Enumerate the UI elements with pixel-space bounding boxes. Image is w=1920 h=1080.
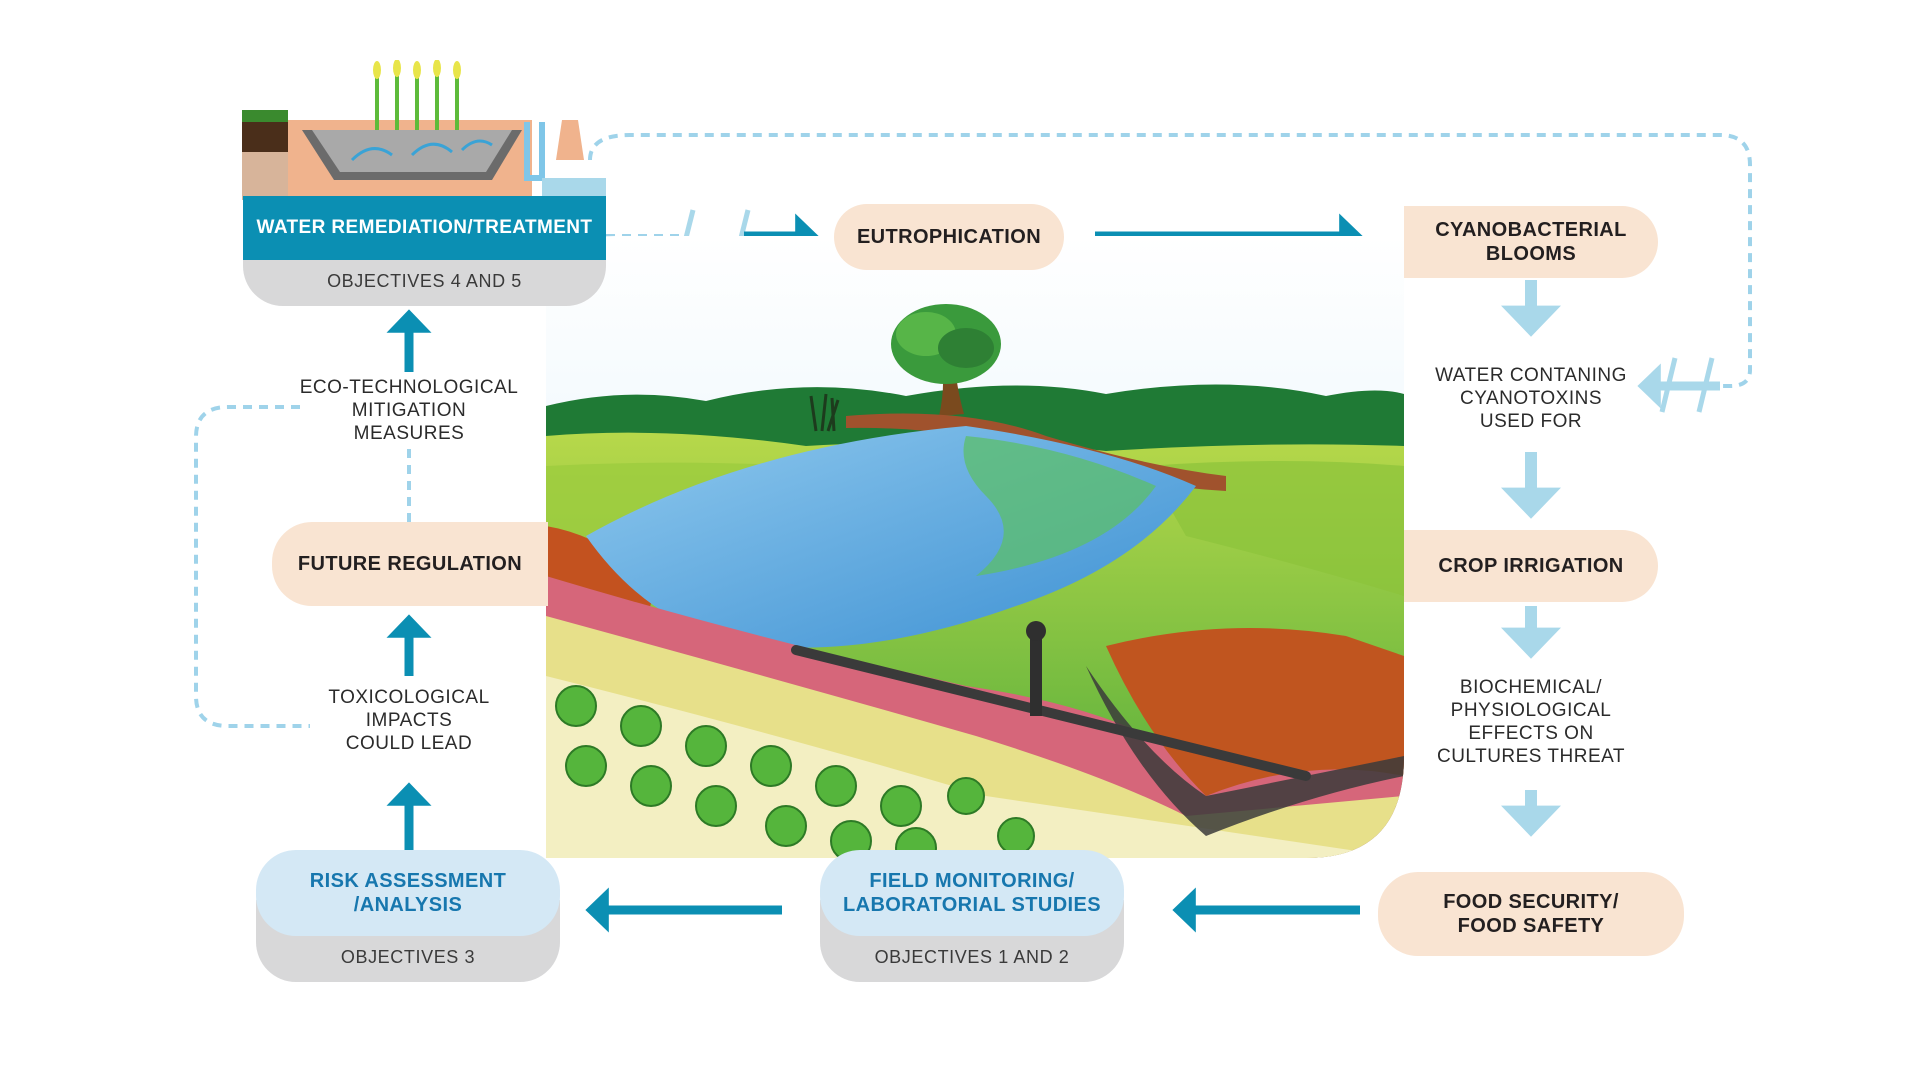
blooms-line-2: BLOOMS (1485, 243, 1577, 265)
effects-line-3: EFFECTS ON (1468, 723, 1594, 744)
field-line-2: LABORATORIAL STUDIES (842, 894, 1101, 916)
food-line-2: FOOD SAFETY (1457, 915, 1605, 937)
toxico-line-2: IMPACTS (365, 710, 453, 731)
dashed-loop-right (588, 133, 1752, 388)
reservoir-landscape-illustration (546, 236, 1404, 858)
cyanotoxins-line-1: WATER CONTANING (1435, 365, 1627, 386)
irrigation-pipe (791, 645, 1311, 781)
toxico-line-3: COULD LEAD (345, 733, 473, 754)
water-remediation-banner: WATER REMEDIATION/TREATMENT (243, 196, 606, 260)
future-regulation-box: FUTURE REGULATION (272, 522, 548, 606)
cyanobacterial-blooms-box: CYANOBACTERIAL BLOOMS (1404, 206, 1658, 278)
field-objectives: OBJECTIVES 1 AND 2 (874, 947, 1070, 967)
block-slash-right-2 (1696, 357, 1715, 413)
food-security-box: FOOD SECURITY/ FOOD SAFETY (1378, 872, 1684, 956)
biochemical-effects-label: BIOCHEMICAL/ PHYSIOLOGICAL EFFECTS ON CU… (1411, 676, 1651, 768)
effects-line-2: PHYSIOLOGICAL (1450, 700, 1612, 721)
crop-irrigation-label: CROP IRRIGATION (1438, 555, 1624, 577)
eco-line-1: ECO-TECHNOLOGICAL (299, 377, 519, 398)
remediation-title: WATER REMEDIATION/TREATMENT (256, 217, 593, 238)
eutrophication-box: EUTROPHICATION (834, 204, 1064, 270)
cyanotoxins-line-2: CYANOTOXINS (1459, 388, 1603, 409)
field-line-1: FIELD MONITORING/ (869, 870, 1075, 892)
water-cyanotoxins-label: WATER CONTANING CYANOTOXINS USED FOR (1411, 364, 1651, 433)
risk-objectives: OBJECTIVES 3 (340, 947, 476, 967)
dashed-loop-left (194, 405, 310, 728)
risk-line-1: RISK ASSESSMENT (309, 870, 507, 892)
effects-line-1: BIOCHEMICAL/ (1459, 677, 1603, 698)
remediation-objectives: OBJECTIVES 4 AND 5 (327, 271, 522, 291)
crop-irrigation-box: CROP IRRIGATION (1404, 530, 1658, 602)
constructed-wetland-illustration (242, 60, 606, 200)
risk-assessment-box: RISK ASSESSMENT /ANALYSIS (256, 850, 560, 936)
toxicological-impacts-label: TOXICOLOGICAL IMPACTS COULD LEAD (299, 686, 519, 755)
algae-bloom (963, 436, 1156, 576)
food-line-1: FOOD SECURITY/ (1443, 891, 1619, 913)
eutrophication-label: EUTROPHICATION (856, 226, 1042, 248)
future-regulation-label: FUTURE REGULATION (297, 553, 523, 575)
block-slash-right-1 (1659, 357, 1678, 413)
field-monitoring-box: FIELD MONITORING/ LABORATORIAL STUDIES (820, 850, 1124, 936)
effects-line-4: CULTURES THREAT (1436, 746, 1626, 767)
eco-measures-label: ECO-TECHNOLOGICAL MITIGATION MEASURES (279, 376, 539, 445)
toxico-line-1: TOXICOLOGICAL (328, 687, 490, 708)
risk-line-2: /ANALYSIS (353, 894, 463, 916)
eco-line-3: MEASURES (353, 423, 465, 444)
blooms-line-1: CYANOBACTERIAL (1435, 219, 1627, 241)
eco-line-2: MITIGATION (351, 400, 467, 421)
cyanotoxins-line-3: USED FOR (1479, 411, 1583, 432)
